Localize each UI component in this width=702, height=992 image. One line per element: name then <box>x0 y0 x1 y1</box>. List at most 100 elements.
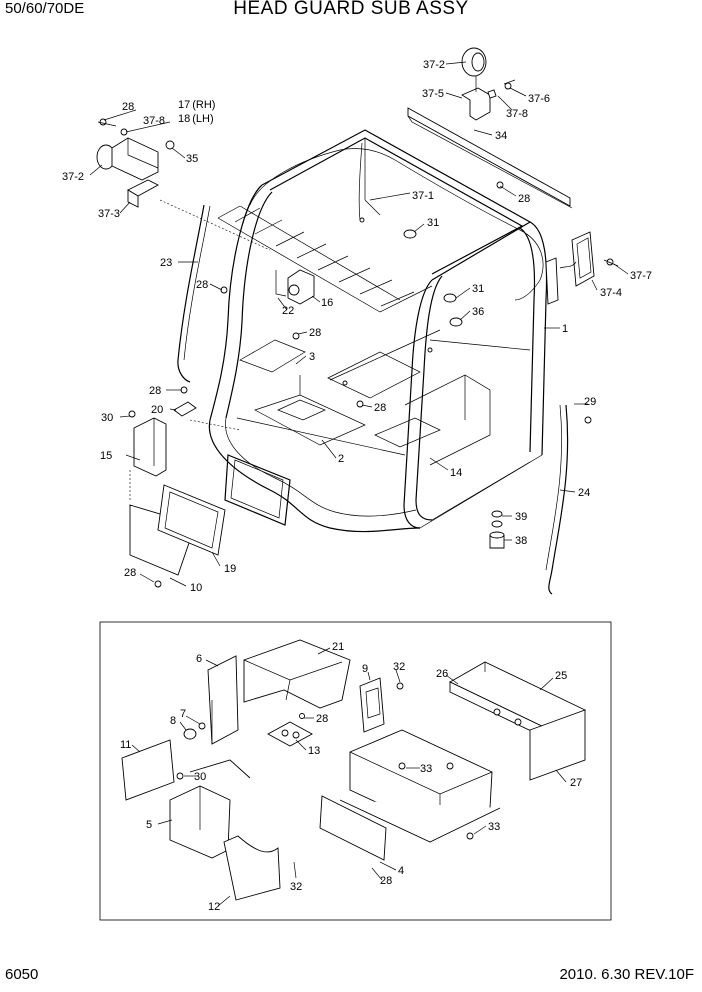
bracket-13 <box>267 713 313 747</box>
bolt-38-39 <box>489 510 505 549</box>
callout-29: 29 <box>584 396 596 408</box>
clip-7 <box>198 722 206 730</box>
cover-10-panel-19 <box>129 484 226 588</box>
wiring-harness-inner <box>358 142 363 221</box>
callout-22: 22 <box>282 305 294 317</box>
callout-2: 2 <box>338 453 344 465</box>
panel-6 <box>207 655 239 745</box>
leader-lines-main <box>89 61 629 587</box>
stay-23 <box>177 204 211 383</box>
callout-37-4: 37-4 <box>600 287 622 299</box>
callout-28-e: 28 <box>149 385 161 397</box>
rear-lamp <box>545 231 619 305</box>
callout-37-8-top: 37-8 <box>506 108 528 120</box>
callout-30-b: 30 <box>194 771 206 783</box>
callout-14: 14 <box>450 467 462 479</box>
bolt <box>496 181 504 189</box>
plate-28-4 <box>319 795 387 861</box>
callout-37-2-left: 37-2 <box>62 171 84 183</box>
callout-37-3: 37-3 <box>98 208 120 220</box>
callout-18: 18(LH) <box>178 113 214 125</box>
leader-lines-inset <box>131 647 567 907</box>
callout-30-a: 30 <box>101 412 113 424</box>
tray-25-26-27 <box>449 661 586 781</box>
bolt <box>584 416 592 424</box>
callout-33-a: 33 <box>420 763 432 775</box>
callout-19: 19 <box>224 563 236 575</box>
callout-28-b: 28 <box>122 101 134 113</box>
callout-37-8-left: 37-8 <box>143 115 165 127</box>
callout-17-side: (RH) <box>192 99 215 111</box>
grommet-31-side <box>443 293 457 303</box>
battery-box-4 <box>339 729 501 843</box>
rear-rail-34 <box>407 107 573 209</box>
callout-39: 39 <box>515 511 527 523</box>
bolt <box>220 286 228 294</box>
callout-18-side: (LH) <box>192 113 213 125</box>
callout-25: 25 <box>555 670 567 682</box>
callout-35: 35 <box>186 153 198 165</box>
callout-38: 38 <box>515 535 527 547</box>
head-guard-frame <box>208 129 548 533</box>
callout-23: 23 <box>160 257 172 269</box>
work-lamp-top <box>461 47 516 121</box>
callout-7: 7 <box>180 708 186 720</box>
callout-17-num: 17 <box>178 99 190 111</box>
cover-12 <box>223 835 281 901</box>
callout-28-g: 28 <box>124 567 136 579</box>
callout-36: 36 <box>472 306 484 318</box>
page-title: HEAD GUARD SUB ASSY <box>233 0 469 19</box>
callout-37-2-top: 37-2 <box>423 59 445 71</box>
wiring-harness <box>249 148 544 301</box>
callout-17: 17(RH) <box>178 99 215 111</box>
callout-4: 4 <box>398 865 404 877</box>
callout-28-d: 28 <box>309 327 321 339</box>
callout-28-c: 28 <box>196 279 208 291</box>
callout-21: 21 <box>332 641 344 653</box>
model-label: 50/60/70DE <box>5 0 85 17</box>
cover-21 <box>243 639 351 709</box>
callout-16: 16 <box>321 297 333 309</box>
rear-mirror <box>275 269 315 305</box>
plate-9 <box>359 677 404 733</box>
callout-13: 13 <box>308 745 320 757</box>
page-number: 6050 <box>5 966 39 983</box>
callout-6: 6 <box>196 653 202 665</box>
stay-24 <box>545 404 569 595</box>
callout-34: 34 <box>495 130 507 142</box>
callout-10: 10 <box>190 582 202 594</box>
callout-1: 1 <box>562 323 568 335</box>
grommet-31-top <box>403 229 417 239</box>
grommet-36 <box>449 317 463 327</box>
inset-frame <box>99 621 612 921</box>
callout-labels: 37-2 37-5 37-6 37-8 34 37-1 28 28 37-8 1… <box>62 59 652 913</box>
callout-32-b: 32 <box>290 881 302 893</box>
callout-18-num: 18 <box>178 113 190 125</box>
bracket-5 <box>169 759 251 859</box>
callout-28-a: 28 <box>518 193 530 205</box>
callout-3: 3 <box>309 351 315 363</box>
callout-9: 9 <box>362 663 368 675</box>
callout-31-a: 31 <box>427 217 439 229</box>
cap-8 <box>183 728 197 740</box>
callout-32-a: 32 <box>393 661 405 673</box>
callout-28-i: 28 <box>380 875 392 887</box>
callout-12: 12 <box>208 901 220 913</box>
bolt <box>356 400 364 408</box>
callout-37-7: 37-7 <box>630 270 652 282</box>
revision-date: 2010. 6.30 REV.10F <box>559 966 694 983</box>
callout-37-1: 37-1 <box>412 190 434 202</box>
bracket-15 <box>128 410 167 477</box>
callout-11: 11 <box>120 739 131 751</box>
callout-24: 24 <box>578 487 590 499</box>
callout-31-b: 31 <box>472 283 484 295</box>
plate-11 <box>121 739 175 801</box>
callout-20: 20 <box>151 404 163 416</box>
callout-37-6: 37-6 <box>528 93 550 105</box>
callout-5: 5 <box>146 819 152 831</box>
work-lamp-left <box>96 118 175 208</box>
callout-37-5: 37-5 <box>422 88 444 100</box>
callout-8: 8 <box>170 715 176 727</box>
callout-27: 27 <box>570 777 582 789</box>
